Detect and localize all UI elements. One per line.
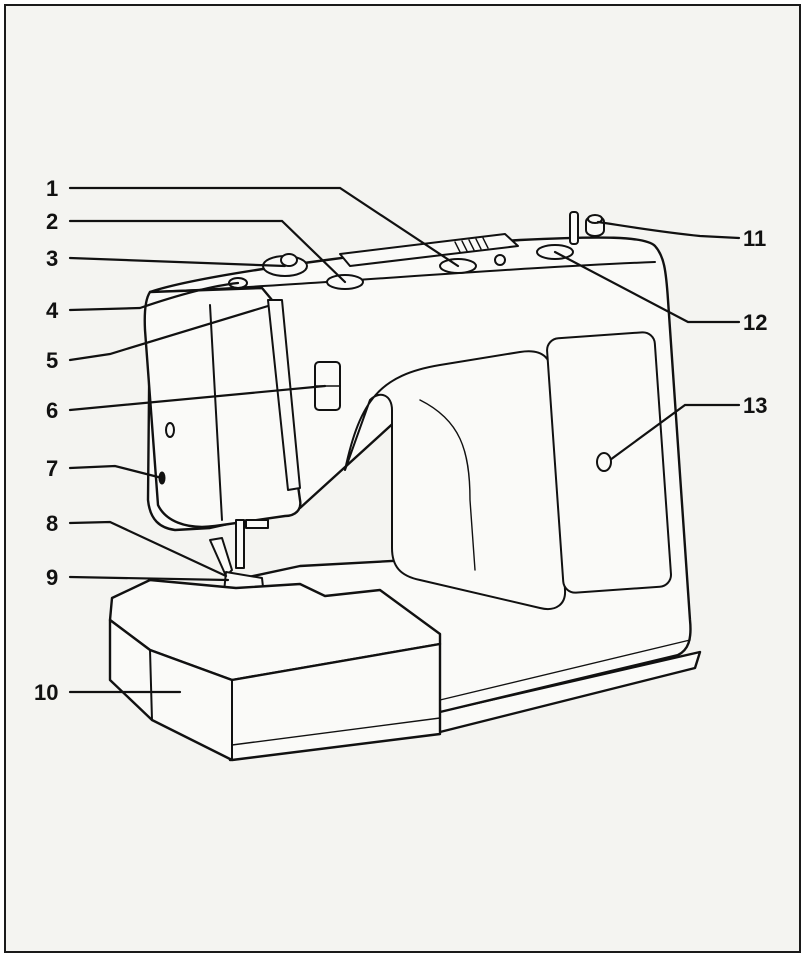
callout-7: 7	[46, 456, 58, 481]
callout-12: 12	[743, 310, 767, 335]
leader-2	[68, 219, 347, 284]
callout-2: 2	[46, 209, 58, 234]
top-thread-guide-coil	[454, 237, 489, 253]
callout-10: 10	[34, 680, 58, 705]
arm-recess-inner	[419, 399, 476, 571]
callout-9: 9	[46, 565, 58, 590]
leader-11	[596, 220, 741, 240]
spool-pin	[569, 211, 579, 245]
callout-3: 3	[46, 246, 58, 271]
leader-6	[68, 384, 327, 412]
take-up-slot	[267, 299, 301, 491]
head-knob	[165, 422, 175, 438]
top-small-dot	[494, 254, 506, 266]
leader-5	[68, 304, 270, 362]
machine-head	[143, 286, 302, 529]
callout-1: 1	[46, 176, 58, 201]
bed-line	[439, 639, 691, 701]
head-face-edge	[209, 304, 223, 521]
leader-7	[68, 464, 164, 480]
leader-lines	[68, 186, 741, 694]
leader-12	[553, 250, 741, 324]
needle-bar	[235, 519, 245, 569]
extension-table-edge	[149, 649, 153, 721]
top-spool-area	[339, 233, 519, 267]
needle-clamp	[245, 519, 269, 529]
callout-5: 5	[46, 348, 58, 373]
leader-13	[608, 403, 741, 462]
leader-4	[68, 281, 240, 312]
sewing-machine-illustration	[108, 211, 702, 762]
leader-8	[68, 520, 228, 578]
callout-4: 4	[46, 298, 59, 323]
callout-6: 6	[46, 398, 58, 423]
leader-9	[68, 575, 230, 582]
callout-labels: 1 2 3 4 5 6 7 8 9 10 11 12 13	[34, 176, 767, 705]
extension-table-step	[231, 717, 441, 746]
callout-8: 8	[46, 511, 58, 536]
extension-table-front	[108, 618, 442, 762]
callout-11: 11	[743, 226, 766, 251]
arm-recess	[344, 350, 567, 610]
callout-13: 13	[743, 393, 767, 418]
leader-3	[68, 256, 287, 268]
presser-foot-lever	[209, 537, 233, 577]
callout-13-target	[596, 452, 612, 472]
leader-1	[68, 186, 460, 268]
